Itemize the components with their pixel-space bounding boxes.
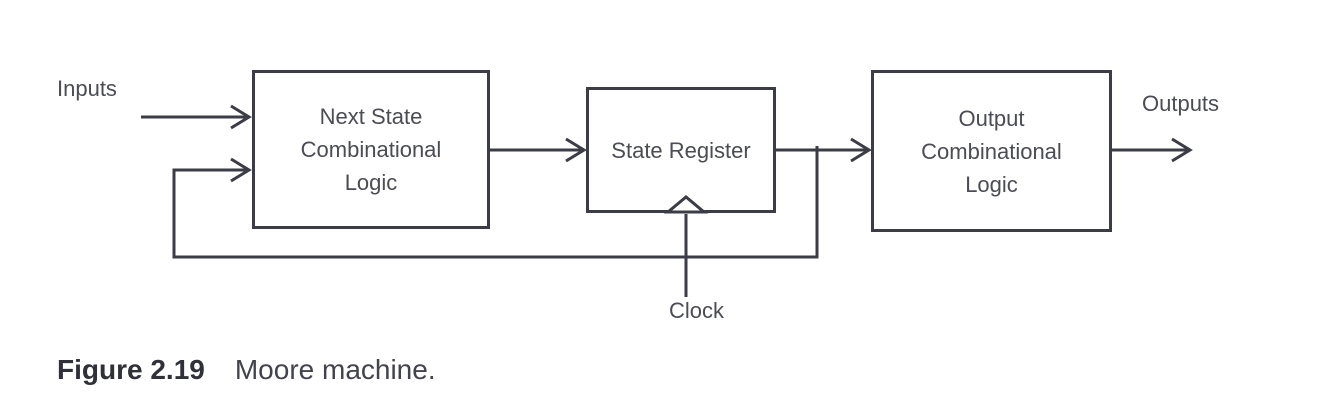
block-next-state-logic-label: Next State Combinational Logic bbox=[300, 104, 442, 195]
register-input-arrowhead-icon bbox=[565, 137, 587, 163]
outputs-arrowhead-icon bbox=[1171, 137, 1193, 163]
feedback-arrowhead-icon bbox=[230, 157, 252, 183]
output-input-arrowhead-icon bbox=[850, 137, 872, 163]
inputs-arrowhead-icon bbox=[230, 104, 252, 130]
block-next-state-logic: Next State Combinational Logic bbox=[252, 70, 490, 229]
figure-caption: Figure 2.19 Moore machine. bbox=[57, 354, 436, 386]
block-state-register-label: State Register bbox=[611, 137, 751, 163]
clock-label: Clock bbox=[669, 298, 725, 323]
block-output-logic-label: Output Combinational Logic bbox=[921, 105, 1062, 197]
inputs-label: Inputs bbox=[57, 76, 117, 101]
figure-caption-text: Moore machine. bbox=[234, 354, 436, 385]
block-output-logic: Output Combinational Logic bbox=[871, 70, 1112, 232]
figure-caption-number: Figure 2.19 bbox=[57, 354, 205, 385]
block-state-register: State Register bbox=[586, 87, 776, 213]
outputs-label: Outputs bbox=[1142, 91, 1220, 116]
